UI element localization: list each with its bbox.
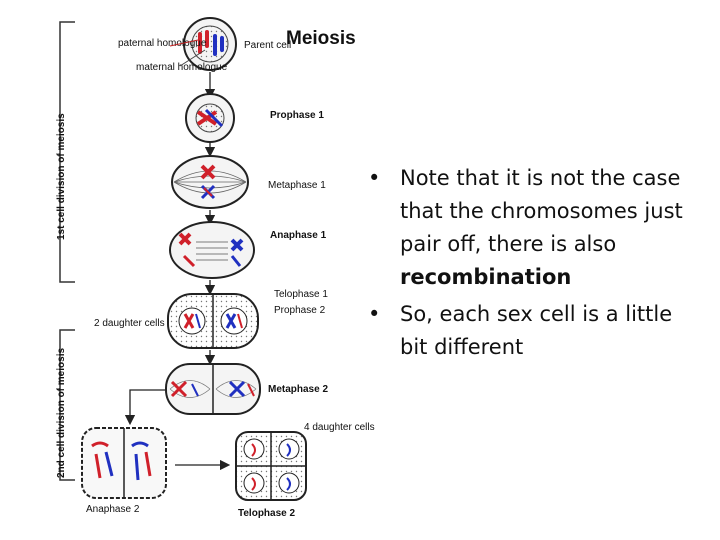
- label-2-daughter-cells: 2 daughter cells: [94, 318, 165, 329]
- cell-metaphase-2: [165, 363, 261, 415]
- division1-bracket: [59, 21, 75, 283]
- label-metaphase-2: Metaphase 2: [268, 384, 328, 395]
- cell-anaphase-2: [81, 427, 167, 499]
- side-label-division-1: 1st cell division of meiosis: [56, 113, 67, 240]
- label-4-daughter-cells: 4 daughter cells: [304, 422, 375, 433]
- flow-arrow: [124, 389, 165, 426]
- pointer-line: [179, 49, 206, 67]
- cell-prophase-1: [185, 93, 235, 143]
- cell-anaphase-1: [169, 221, 255, 279]
- bullet-item: So, each sex cell is a little bit differ…: [368, 298, 698, 364]
- bullet-2-text: So, each sex cell is a little bit differ…: [400, 302, 673, 359]
- parent-cell: [183, 17, 237, 71]
- label-telophase-2: Telophase 2: [238, 508, 295, 519]
- label-anaphase-1: Anaphase 1: [270, 230, 327, 241]
- label-prophase-1: Prophase 1: [270, 110, 324, 121]
- label-telophase-1: Telophase 1: [274, 289, 328, 300]
- label-parent-cell: Parent cell: [244, 40, 291, 51]
- bullet-1-bold: recombination: [400, 265, 572, 289]
- label-maternal-homologue: maternal homologue: [136, 62, 228, 73]
- cell-metaphase-1: [171, 155, 249, 209]
- bullet-1-text: Note that it is not the case that the ch…: [400, 166, 683, 256]
- bullet-item: Note that it is not the case that the ch…: [368, 162, 698, 294]
- division2-bracket: [59, 329, 75, 481]
- side-label-division-2: 2nd cell division of meiosis: [56, 348, 67, 478]
- diagram-title: Meiosis: [286, 28, 356, 49]
- label-prophase-2: Prophase 2: [274, 305, 326, 316]
- cell-telophase-2: [235, 431, 307, 501]
- label-paternal-homologue: paternal homologue: [118, 38, 207, 49]
- pointer-line: [169, 39, 199, 47]
- bullet-list: Note that it is not the case that the ch…: [368, 162, 698, 368]
- label-anaphase-2: Anaphase 2: [86, 504, 140, 515]
- label-metaphase-1: Metaphase 1: [268, 180, 326, 191]
- cell-telophase-1: [167, 293, 259, 349]
